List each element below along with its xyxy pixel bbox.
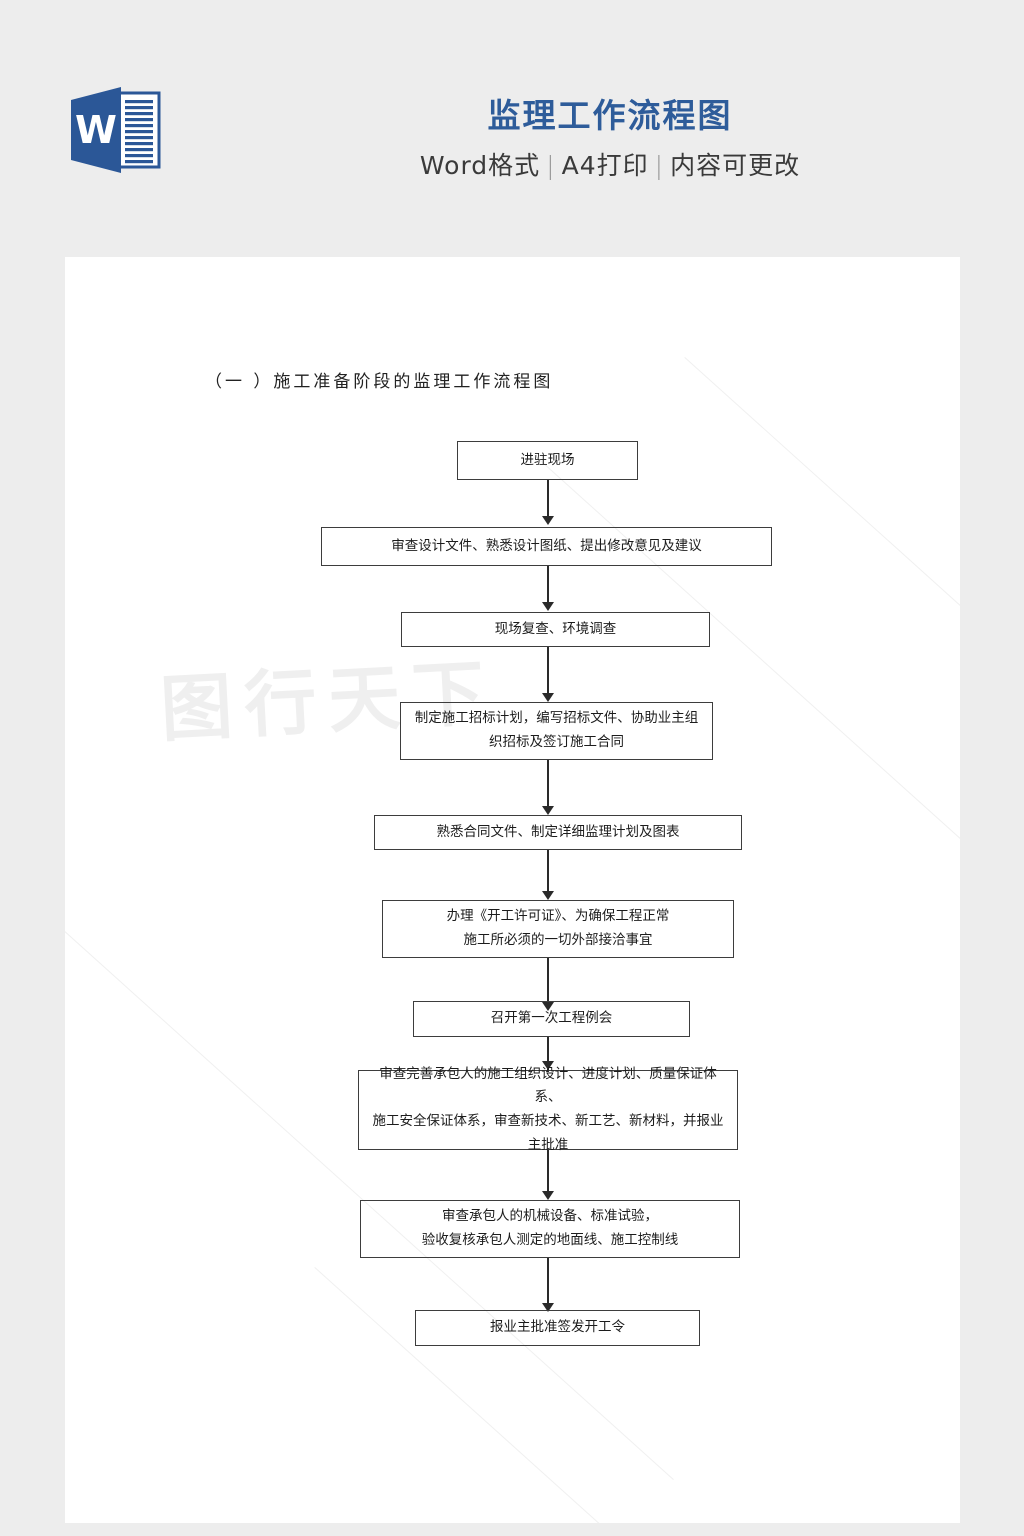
flow-node-6[interactable]: 办理《开工许可证》、为确保工程正常 施工所必须的一切外部接洽事宜 [382, 900, 734, 958]
header-banner: W 监理工作流程图 Word格式|A4打印|内容可更改 [0, 0, 1024, 257]
flow-node-1[interactable]: 进驻现场 [457, 441, 638, 480]
flow-connector-5-6 [547, 850, 549, 893]
flow-node-7[interactable]: 召开第一次工程例会 [413, 1001, 690, 1037]
flow-arrowhead-7-8 [542, 1061, 554, 1070]
flow-node-6-line-2: 施工所必须的一切外部接洽事宜 [463, 932, 653, 948]
flow-node-8-line-1: 审查完善承包人的施工组织设计、进度计划、质量保证体系、 [379, 1065, 717, 1106]
flow-node-2[interactable]: 审查设计文件、熟悉设计图纸、提出修改意见及建议 [321, 527, 772, 566]
subtitle-part-print: A4打印 [561, 151, 649, 181]
flow-node-5[interactable]: 熟悉合同文件、制定详细监理计划及图表 [374, 815, 742, 850]
svg-text:W: W [75, 108, 117, 152]
flow-node-6-label: 办理《开工许可证》、为确保工程正常 施工所必须的一切外部接洽事宜 [393, 905, 723, 952]
flow-node-7-label: 召开第一次工程例会 [490, 1010, 613, 1027]
flow-node-3[interactable]: 现场复查、环境调查 [401, 612, 710, 647]
subtitle-separator-1: | [546, 151, 556, 181]
flow-connector-1-2 [547, 480, 549, 518]
flow-arrowhead-3-4 [542, 693, 554, 702]
flow-connector-3-4 [547, 647, 549, 695]
flow-node-5-label: 熟悉合同文件、制定详细监理计划及图表 [436, 823, 680, 840]
flow-arrowhead-5-6 [542, 891, 554, 900]
flow-node-1-label: 进驻现场 [520, 451, 575, 468]
flow-node-8-line-3: 主批准 [527, 1136, 569, 1153]
flow-arrowhead-1-2 [542, 516, 554, 525]
flow-node-8-label: 审查完善承包人的施工组织设计、进度计划、质量保证体系、 施工安全保证体系，审查新… [369, 1063, 727, 1158]
word-document-icon: W [63, 80, 168, 185]
flow-node-6-line-1: 办理《开工许可证》、为确保工程正常 [446, 908, 670, 925]
flow-node-9-label: 审查承包人的机械设备、标准试验， 验收复核承包人测定的地面线、施工控制线 [371, 1205, 729, 1252]
flow-node-8-line-2: 施工安全保证体系，审查新技术、新工艺、新材料，并报业 [372, 1113, 724, 1129]
flow-node-8[interactable]: 审查完善承包人的施工组织设计、进度计划、质量保证体系、 施工安全保证体系，审查新… [358, 1066, 738, 1153]
flow-connector-9-10 [547, 1258, 549, 1305]
flow-node-4-label: 制定施工招标计划，编写招标文件、协助业主组 织招标及签订施工合同 [411, 707, 702, 754]
flow-node-10-label: 报业主批准签发开工令 [490, 1319, 625, 1336]
page-title: 监理工作流程图 [487, 96, 733, 135]
section-heading: （一 ）施工准备阶段的监理工作流程图 [205, 372, 554, 392]
flow-arrowhead-4-5 [542, 806, 554, 815]
flow-arrowhead-9-10 [542, 1303, 554, 1312]
document-page: 图行天下 （一 ）施工准备阶段的监理工作流程图 进驻现场 审查设计文件、熟悉设计… [65, 257, 960, 1523]
flow-node-4[interactable]: 制定施工招标计划，编写招标文件、协助业主组 织招标及签订施工合同 [400, 702, 713, 760]
flow-node-10[interactable]: 报业主批准签发开工令 [415, 1310, 700, 1346]
banner-text-block: 监理工作流程图 Word格式|A4打印|内容可更改 [300, 95, 920, 183]
flow-connector-7-8 [547, 1037, 549, 1072]
flow-node-9-line-1: 审查承包人的机械设备、标准试验， [442, 1208, 658, 1225]
flow-arrowhead-8-9 [542, 1191, 554, 1200]
flow-connector-4-5 [547, 760, 549, 808]
flow-node-9-line-2: 验收复核承包人测定的地面线、施工控制线 [421, 1232, 679, 1248]
flow-arrowhead-2-3 [542, 602, 554, 611]
flow-node-9[interactable]: 审查承包人的机械设备、标准试验， 验收复核承包人测定的地面线、施工控制线 [360, 1200, 740, 1258]
flow-node-4-line-1: 制定施工招标计划，编写招标文件、协助业主组 [414, 710, 699, 727]
subtitle-part-editable: 内容可更改 [670, 151, 801, 181]
flow-arrowhead-6-7 [542, 1002, 554, 1011]
subtitle-part-format: Word格式 [419, 151, 541, 181]
banner-subtitle: Word格式|A4打印|内容可更改 [300, 150, 920, 183]
flow-node-2-label: 审查设计文件、熟悉设计图纸、提出修改意见及建议 [391, 537, 702, 554]
flow-node-4-line-2: 织招标及签订施工合同 [489, 734, 624, 750]
flow-node-3-label: 现场复查、环境调查 [494, 620, 617, 637]
flow-connector-6-7 [547, 958, 549, 1004]
flow-connector-8-9 [547, 1150, 549, 1193]
flowchart: 进驻现场 审查设计文件、熟悉设计图纸、提出修改意见及建议 现场复查、环境调查 制… [65, 257, 960, 1523]
flow-connector-2-3 [547, 566, 549, 604]
subtitle-separator-2: | [654, 151, 665, 181]
